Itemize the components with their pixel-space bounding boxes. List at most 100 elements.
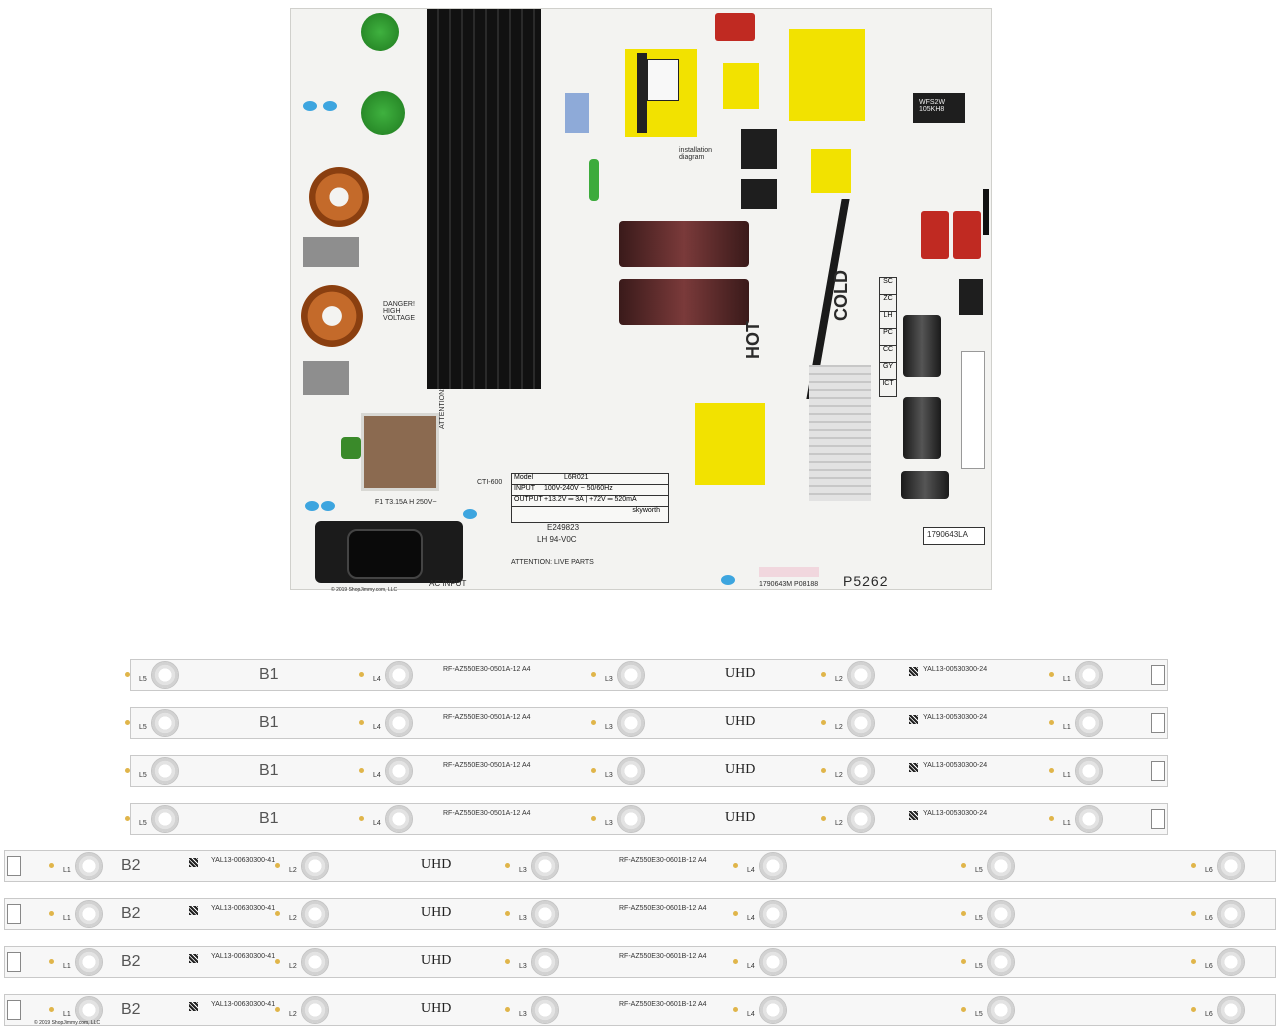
led-pad — [961, 1007, 966, 1012]
led-lens — [1075, 709, 1103, 737]
led-lens — [847, 757, 875, 785]
pfc-core — [637, 53, 647, 133]
led-pad — [275, 1007, 280, 1012]
y-capacitor — [321, 501, 335, 511]
led-label: L3 — [519, 867, 527, 874]
led-lens — [151, 757, 179, 785]
led-lens — [1075, 661, 1103, 689]
led-pad — [1049, 816, 1054, 821]
led-pad — [733, 863, 738, 868]
y-capacitor — [463, 509, 477, 519]
led-lens — [301, 948, 329, 976]
led-label: L2 — [289, 1011, 297, 1018]
led-label: L1 — [1063, 772, 1071, 779]
led-label: L1 — [63, 1011, 71, 1018]
arrow-marker — [983, 189, 989, 235]
strip-code: YAL13-00530300-24 — [923, 762, 988, 769]
led-label: L5 — [975, 867, 983, 874]
led-label: L6 — [1205, 1011, 1213, 1018]
output-capacitor — [903, 397, 941, 459]
strip-part-number: RF-AZ550E30-0601B-12 A4 — [619, 953, 707, 960]
led-pad — [275, 959, 280, 964]
strip-uhd-label: UHD — [725, 714, 756, 729]
pin-label: GY — [880, 362, 896, 379]
led-pad — [125, 672, 130, 677]
x-capacitor — [303, 361, 349, 395]
led-label: L4 — [747, 867, 755, 874]
led-label: L2 — [289, 915, 297, 922]
strip-uhd-label: UHD — [725, 810, 756, 825]
led-label: L3 — [605, 676, 613, 683]
led-lens — [385, 757, 413, 785]
signal-connector — [961, 351, 985, 469]
led-pad — [821, 720, 826, 725]
strip-b-label: B1 — [259, 666, 279, 683]
strip-b-label: B2 — [121, 953, 141, 970]
led-label: L1 — [63, 915, 71, 922]
pin-label: ZC — [880, 294, 896, 311]
led-label: L2 — [835, 772, 843, 779]
led-lens — [759, 948, 787, 976]
strip-connector — [1151, 713, 1165, 733]
strip-code: YAL13-00630300-41 — [211, 905, 276, 912]
fuse-label: F1 T3.15A H 250V~ — [375, 499, 437, 506]
led-pad — [505, 1007, 510, 1012]
board-sticker-text: 1790643LA — [927, 530, 968, 539]
barcode-sticker — [759, 567, 819, 577]
output-value: +13.2V ═ 3A | +72V ═ 520mA — [544, 496, 637, 503]
strip-qr-code — [909, 715, 918, 724]
led-lens — [847, 709, 875, 737]
led-label: L4 — [747, 915, 755, 922]
strip-connector — [7, 856, 21, 876]
strip-code: YAL13-00530300-24 — [923, 666, 988, 673]
board-sticker — [923, 527, 985, 545]
y-capacitor — [303, 101, 317, 111]
led-lens — [151, 805, 179, 833]
led-lens — [75, 900, 103, 928]
strip-uhd-label: UHD — [421, 857, 452, 872]
led-lens — [531, 948, 559, 976]
bulk-capacitor — [619, 279, 749, 325]
led-pad — [591, 720, 596, 725]
led-pad — [125, 768, 130, 773]
led-pad — [505, 959, 510, 964]
led-lens — [1075, 805, 1103, 833]
led-label: L6 — [1205, 867, 1213, 874]
pin-label: ICT — [880, 379, 896, 396]
led-lens — [151, 661, 179, 689]
led-lens — [617, 709, 645, 737]
led-pad — [275, 911, 280, 916]
strip-uhd-label: UHD — [421, 905, 452, 920]
spec-label: Model L6R021 INPUT 100V-240V ~ 50/60Hz O… — [511, 473, 669, 523]
board-copyright: © 2019 ShopJimmy.com, LLC — [331, 587, 398, 593]
led-pad — [275, 863, 280, 868]
led-pad — [359, 768, 364, 773]
led-label: L5 — [975, 1011, 983, 1018]
led-lens — [759, 900, 787, 928]
footer-copyright: © 2019 ShopJimmy.com, LLC — [34, 1020, 101, 1026]
strip-connector — [1151, 809, 1165, 829]
led-pad — [591, 816, 596, 821]
thermistor-bottom — [361, 91, 405, 135]
strip-part-number: RF-AZ550E30-0501A-12 A4 — [443, 810, 531, 817]
installation-diagram: installation diagram — [679, 147, 713, 161]
strip-connector — [7, 1000, 21, 1020]
led-lens — [301, 996, 329, 1024]
led-pad — [591, 768, 596, 773]
led-pad — [821, 816, 826, 821]
output-connector — [959, 279, 983, 315]
led-lens — [75, 948, 103, 976]
led-lens — [75, 852, 103, 880]
led-lens — [531, 996, 559, 1024]
film-capacitor — [921, 211, 949, 259]
led-lens — [1217, 996, 1245, 1024]
llc-transformer — [695, 403, 765, 485]
strip-b-label: B2 — [121, 905, 141, 922]
led-pad — [49, 911, 54, 916]
led-pad — [359, 672, 364, 677]
common-mode-choke-top — [309, 167, 369, 227]
